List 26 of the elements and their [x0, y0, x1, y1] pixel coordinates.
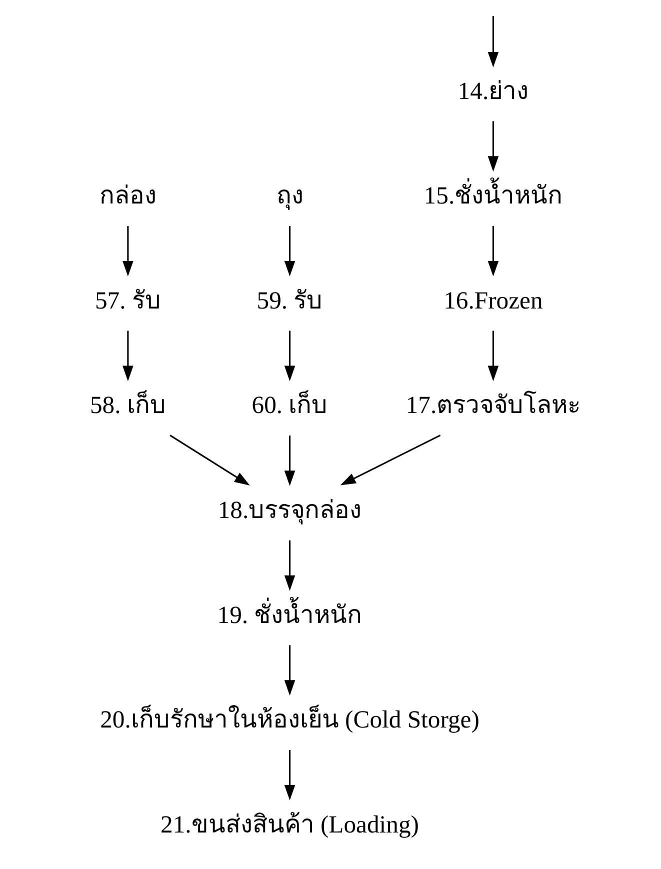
node-text: 14.ย่าง: [457, 78, 528, 105]
node-text: 20.เก็บรักษาในห้องเย็น (Cold Storge): [100, 706, 479, 734]
arrow: [284, 645, 295, 696]
arrow: [487, 226, 498, 276]
arrow: [284, 436, 295, 486]
node-text: 18.บรรจุกล่อง: [217, 496, 362, 524]
arrow: [487, 16, 498, 68]
node-text: 16.Frozen: [443, 287, 542, 314]
arrow: [122, 226, 133, 276]
node-text: 21.ขนส่งสินค้า (Loading): [160, 811, 419, 838]
node-text: กล่อง: [98, 182, 156, 210]
node-text: 59. รับ: [256, 287, 322, 314]
arrow: [122, 330, 133, 382]
arrow: [169, 434, 250, 486]
arrow: [487, 330, 498, 382]
arrow: [487, 121, 498, 172]
node-text: ถุง: [276, 182, 303, 210]
node-text: 57. รับ: [94, 287, 160, 314]
arrow: [284, 750, 295, 800]
arrow: [284, 226, 295, 276]
arrow: [284, 330, 295, 382]
arrow: [340, 434, 440, 486]
node-text: 17.ตรวจจับโลหะ: [405, 392, 580, 420]
node-text: 58. เก็บ: [89, 392, 166, 420]
node-text: 60. เก็บ: [251, 392, 328, 420]
arrow: [284, 540, 295, 591]
